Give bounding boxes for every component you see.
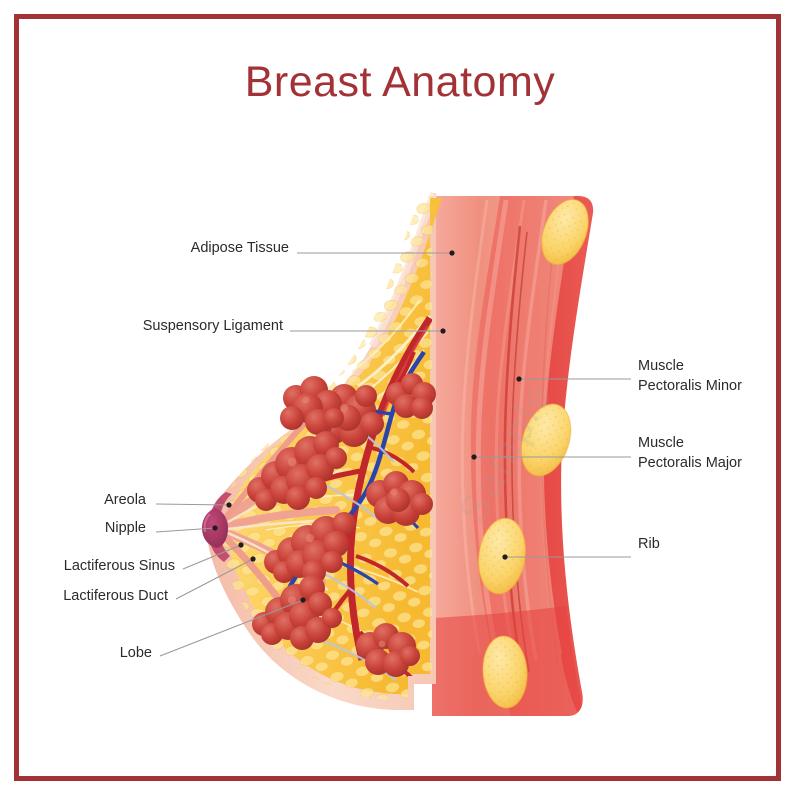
glandular-lobe [264,512,356,584]
label-line: Suspensory Ligament [142,318,283,334]
label-line: Muscle [638,358,684,374]
lobule-highlights [287,396,398,648]
leader-dot-pectoralis-major [471,454,477,460]
label-suspensory-ligament: Suspensory Ligament [143,316,283,336]
leader-dot-nipple [212,525,218,531]
glandular-lobe [252,575,342,650]
decorative-border [14,14,781,781]
leader-dot-lactiferous-sinus [238,542,244,548]
rib [541,198,589,266]
glandular-lobe [356,623,420,677]
leader-line-lactiferous-sinus [182,544,242,570]
nipple-highlight [203,513,211,533]
leader-dots-group [212,250,522,603]
label-lobe: Lobe [120,643,152,663]
leader-dot-adipose-tissue [449,250,455,256]
glandular-lobe [386,373,436,419]
label-line: Pectoralis Major [638,455,742,471]
label-adipose-tissue: Adipose Tissue [191,238,289,258]
glandular-lobes-group [247,373,436,677]
label-line: Rib [638,536,660,552]
leader-line-nipple [155,527,216,533]
leader-dot-lobe [300,597,306,603]
label-line: Pectoralis Minor [638,378,742,394]
rib [482,635,528,709]
leader-dot-areola [226,502,232,508]
pectoralis-minor-muscle [432,196,511,716]
artery [346,316,432,661]
leader-line-areola [155,503,230,506]
leader-dot-suspensory-ligament [440,328,446,334]
nipple-areola-group [202,492,232,562]
label-areola: Areola [104,490,146,510]
label-lactiferous-sinus: Lactiferous Sinus [64,556,175,576]
leader-line-lobe [159,599,304,657]
leader-dot-lactiferous-duct [250,556,256,562]
label-line: Muscle [638,435,684,451]
leader-lines-group [155,252,631,657]
label-line: Lactiferous Duct [63,588,168,604]
chest-wall-group [432,196,594,716]
label-nipple: Nipple [105,518,146,538]
label-line: Lactiferous Sinus [63,558,175,574]
label-rib: Rib [638,534,660,554]
rib [478,517,526,595]
leader-dot-rib [502,554,508,560]
glandular-lobe [247,431,347,511]
ribs-group [478,198,589,709]
page-title: Breast Anatomy [244,58,556,106]
glandular-lobe [366,471,433,526]
rib [520,403,572,477]
breast-group [202,191,442,710]
label-line: Areola [104,492,146,508]
label-line: Lobe [119,645,152,661]
leader-dot-pectoralis-minor [516,376,522,382]
label-line: Nipple [104,520,146,536]
leader-line-lactiferous-duct [175,558,254,600]
label-lactiferous-duct: Lactiferous Duct [63,586,168,606]
label-line: Adipose Tissue [190,240,289,256]
lactiferous-duct [218,506,340,531]
